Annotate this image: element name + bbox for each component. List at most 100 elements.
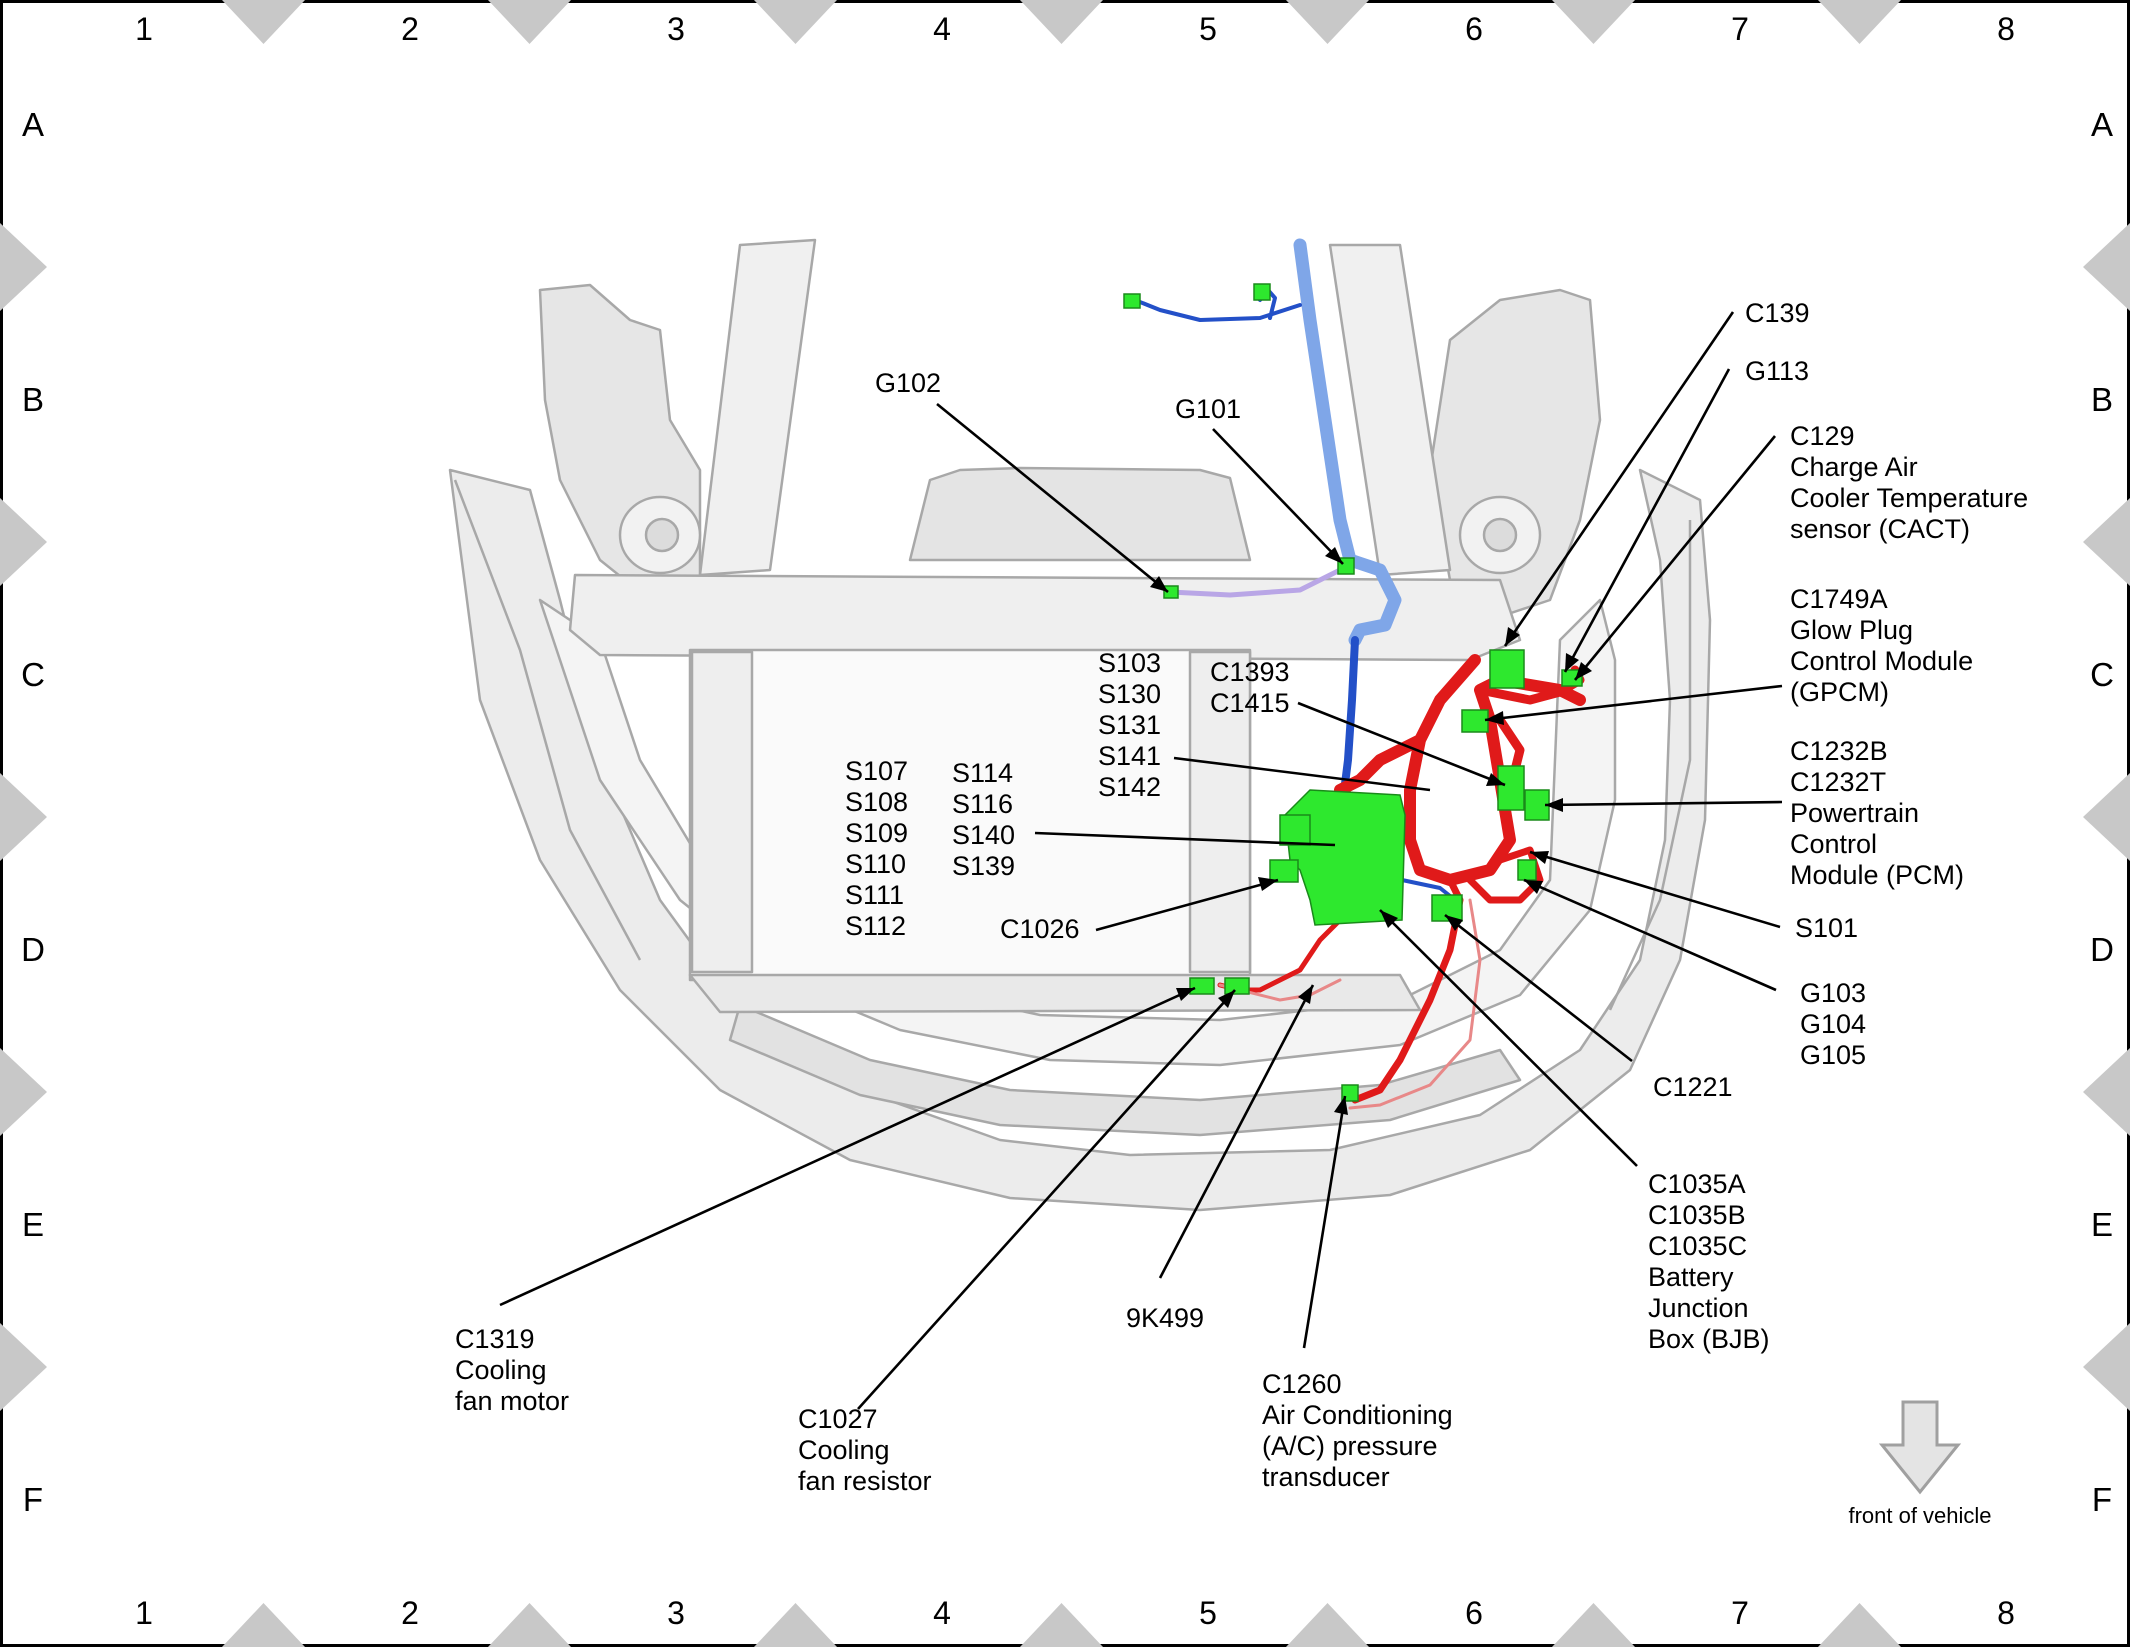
label-c1260: C1260 Air Conditioning (A/C) pressure tr…	[1262, 1369, 1460, 1492]
arrowhead-c1027	[1218, 990, 1235, 1008]
arrowhead-g102	[1150, 576, 1168, 592]
leader-9k499	[1158, 984, 1315, 1279]
grid-col-1-bottom: 1	[135, 1595, 153, 1631]
right-mount-bolt	[1482, 517, 1518, 553]
label-g113: G113	[1745, 356, 1809, 386]
label-c129: C129 Charge Air Cooler Temperature senso…	[1790, 421, 2036, 544]
grid-row-labels-left: A B C D E F	[21, 106, 45, 1518]
harness-pink-lower	[1218, 898, 1482, 1110]
grid-row-b-left: B	[22, 381, 44, 418]
arrowhead-c1232	[1545, 798, 1563, 812]
left-body-edge	[453, 479, 642, 961]
leader-c1026	[1095, 878, 1279, 932]
vehicle-front-end-illustration	[448, 238, 1712, 1212]
grid-row-d-right: D	[2090, 931, 2114, 968]
arrowhead-c1319	[1176, 988, 1195, 1001]
down-arrow-icon	[1878, 1400, 1962, 1495]
leader-g101	[1212, 428, 1344, 565]
grid-col-6-bottom: 6	[1465, 1595, 1483, 1631]
grid-col-7-bottom: 7	[1731, 1595, 1749, 1631]
grid-row-b-right: B	[2091, 381, 2113, 418]
radiator-right-support	[1188, 650, 1252, 974]
leader-c1232	[1544, 800, 1783, 807]
grid-col-7-top: 7	[1731, 11, 1749, 47]
label-s103: S103 S130 S131 S141 S142	[1098, 648, 1169, 802]
leader-c1027	[857, 989, 1236, 1410]
arrowhead-9k499	[1298, 985, 1313, 1004]
arrowhead-s101	[1530, 851, 1549, 864]
grid-row-f-left: F	[23, 1481, 43, 1518]
grid-row-e-left: E	[22, 1206, 44, 1243]
leader-c1749a	[1484, 684, 1783, 722]
label-c1221: C1221	[1653, 1072, 1733, 1102]
grid-col-4-top: 4	[933, 11, 951, 47]
grid-col-3-top: 3	[667, 11, 685, 47]
front-of-vehicle-indicator: front of vehicle	[1848, 1400, 1992, 1528]
grid-row-e-right: E	[2091, 1206, 2113, 1243]
blue-branch-connector-a	[1123, 293, 1141, 309]
right-body-edge	[1608, 520, 1692, 1011]
arrowhead-g101	[1325, 547, 1343, 564]
bjb-side-connector	[1279, 814, 1311, 846]
leader-c1221	[1444, 913, 1633, 1063]
leader-s103	[1173, 756, 1431, 792]
lower-grille	[728, 1003, 1522, 1137]
grid-col-3-bottom: 3	[667, 1595, 685, 1631]
radiator-opening	[688, 648, 1252, 982]
grid-col-2-bottom: 2	[401, 1595, 419, 1631]
grid-row-c-right: C	[2090, 656, 2114, 693]
label-c1027: C1027 Cooling fan resistor	[798, 1404, 932, 1496]
grid-row-d-left: D	[21, 931, 45, 968]
leader-lines	[499, 311, 1783, 1410]
label-g102: G102	[875, 368, 941, 398]
s101-connector	[1517, 859, 1537, 881]
leader-g113	[1563, 368, 1731, 673]
left-mount-bolt	[644, 517, 680, 553]
label-c1232: C1232B C1232T Powertrain Control Module …	[1790, 736, 1964, 890]
c1393-connector	[1497, 765, 1525, 811]
label-9k499: 9K499	[1126, 1303, 1204, 1333]
harness-blue-to-bjb	[1339, 636, 1359, 804]
arrowhead-c1749a	[1485, 711, 1504, 725]
grid-column-labels-top: 1 2 3 4 5 6 7 8	[135, 11, 2015, 47]
leader-c1393	[1297, 701, 1506, 787]
connectors	[1123, 283, 1583, 1102]
battery-junction-box	[1284, 789, 1406, 926]
blue-branch-connector-b	[1253, 283, 1271, 301]
oil-pan	[908, 466, 1252, 562]
label-c1026: C1026	[1000, 914, 1080, 944]
g102-connector	[1163, 585, 1179, 599]
arrowhead-c1035	[1380, 910, 1398, 928]
label-g103: G103 G104 G105	[1800, 978, 1874, 1070]
leader-g103	[1523, 878, 1777, 992]
grid-col-4-bottom: 4	[933, 1595, 951, 1631]
callout-labels: G102 G101 C139 G113 C129 Charge Air Cool…	[455, 298, 2036, 1496]
leader-arrowheads	[1150, 547, 1592, 1115]
grid-col-5-bottom: 5	[1199, 1595, 1217, 1631]
label-s107: S107 S108 S109 S110 S111 S112	[845, 756, 916, 941]
label-c1035: C1035A C1035B C1035C Battery Junction Bo…	[1648, 1169, 1770, 1354]
leader-g102	[936, 402, 1169, 594]
label-c1393: C1393 C1415	[1210, 657, 1297, 718]
label-c1749a: C1749A Glow Plug Control Module (GPCM)	[1790, 584, 1981, 707]
leader-c1260	[1302, 1095, 1347, 1349]
leader-c129	[1573, 435, 1777, 681]
label-s101: S101	[1795, 913, 1858, 943]
label-s114: S114 S116 S140 S139	[952, 758, 1023, 881]
arrowhead-g103	[1524, 880, 1543, 894]
c1749a-connector	[1461, 709, 1489, 733]
grid-col-8-top: 8	[1997, 11, 2015, 47]
grid-col-1-top: 1	[135, 11, 153, 47]
pcm-connector	[1524, 789, 1550, 821]
harness-blue-top-branch	[1133, 288, 1302, 322]
label-c139: C139	[1745, 298, 1810, 328]
leader-c1035	[1379, 909, 1638, 1167]
grid-col-2-top: 2	[401, 11, 419, 47]
arrowhead-c129	[1575, 662, 1592, 680]
front-of-vehicle-label: front of vehicle	[1848, 1503, 1991, 1528]
arrowhead-c1393	[1486, 773, 1505, 786]
grid-row-a-left: A	[22, 106, 44, 143]
arrowhead-c139	[1505, 627, 1520, 646]
